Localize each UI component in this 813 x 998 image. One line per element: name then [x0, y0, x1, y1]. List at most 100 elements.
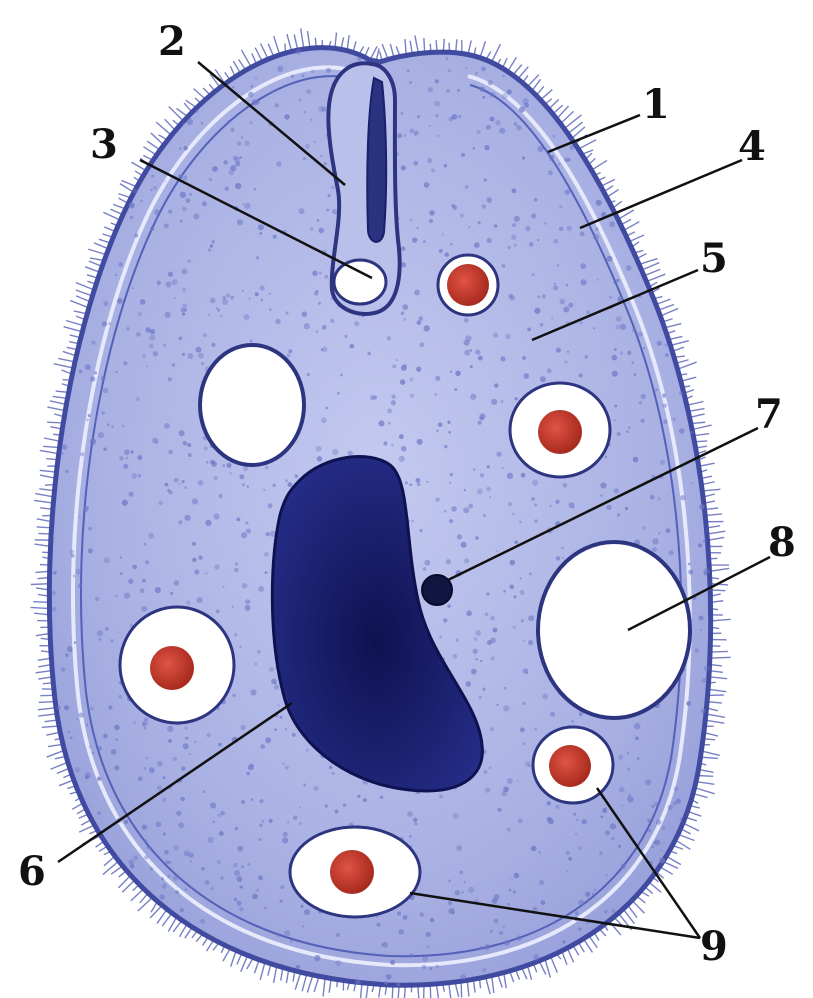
granule — [652, 538, 658, 544]
granule — [138, 312, 142, 316]
granule — [500, 356, 505, 361]
granule — [223, 296, 226, 299]
granule — [457, 89, 460, 92]
granule — [517, 779, 519, 781]
granule — [605, 874, 608, 877]
cilium — [34, 500, 53, 503]
granule — [407, 69, 410, 72]
granule — [566, 284, 569, 287]
granule — [481, 67, 486, 72]
granule — [513, 626, 516, 629]
granule — [218, 494, 222, 498]
granule — [211, 343, 215, 347]
label-2: 2 — [158, 18, 186, 65]
granule — [85, 775, 89, 779]
granule — [464, 489, 466, 491]
granule — [180, 192, 186, 198]
granule — [212, 240, 215, 243]
granule — [620, 324, 626, 330]
granule — [235, 183, 241, 189]
granule — [62, 444, 67, 449]
granule — [487, 640, 492, 645]
granule — [134, 234, 138, 238]
granule — [141, 606, 147, 612]
granule — [115, 274, 117, 276]
granule — [117, 856, 119, 858]
granule — [397, 133, 402, 138]
cilium — [678, 362, 697, 369]
granule — [164, 423, 170, 429]
granule — [183, 146, 188, 151]
granule — [507, 778, 513, 784]
granule — [254, 77, 257, 80]
granule — [652, 547, 657, 552]
granule — [566, 870, 568, 872]
granule — [259, 232, 262, 235]
granule — [163, 344, 166, 347]
granule — [255, 292, 259, 296]
granule — [679, 428, 685, 434]
granule — [609, 295, 612, 298]
cilium — [508, 57, 517, 71]
label-4: 4 — [738, 123, 766, 170]
granule — [275, 319, 280, 324]
granule — [232, 605, 234, 607]
granule — [614, 405, 617, 408]
granule — [455, 890, 460, 895]
granule — [94, 371, 97, 374]
granule — [217, 860, 221, 864]
granule — [91, 752, 93, 754]
granule — [302, 311, 308, 317]
granule — [184, 486, 187, 489]
granule — [668, 550, 673, 555]
granule — [464, 339, 470, 345]
granule — [117, 298, 123, 304]
cilium — [79, 825, 94, 832]
granule — [178, 520, 182, 524]
cilium — [665, 324, 682, 328]
granule — [511, 234, 516, 239]
granule — [449, 519, 453, 523]
granule — [180, 908, 184, 912]
granule — [95, 597, 99, 601]
granule — [145, 722, 148, 725]
granule — [272, 90, 275, 93]
granule — [182, 312, 185, 315]
cilium — [670, 341, 688, 346]
granule — [325, 804, 328, 807]
cilium — [629, 235, 644, 242]
granule — [115, 371, 117, 373]
granule — [401, 365, 407, 371]
granule — [410, 129, 415, 134]
granule — [260, 744, 265, 749]
granule — [418, 316, 423, 321]
granule — [450, 243, 453, 246]
granule — [179, 430, 185, 436]
granule — [532, 480, 538, 486]
granule — [326, 68, 331, 73]
granule — [534, 728, 537, 731]
granule — [322, 325, 326, 329]
granule — [285, 479, 288, 482]
cilium — [40, 450, 59, 453]
food-particle — [330, 850, 374, 894]
granule — [335, 810, 339, 814]
granule — [420, 912, 424, 916]
granule — [227, 120, 231, 124]
granule — [447, 604, 451, 608]
granule — [107, 423, 110, 426]
granule — [303, 111, 306, 114]
granule — [606, 505, 611, 510]
granule — [230, 165, 236, 171]
granule — [264, 465, 268, 469]
granule — [547, 817, 552, 822]
granule — [214, 476, 218, 480]
granule — [657, 341, 662, 346]
granule — [475, 658, 478, 661]
granule — [220, 315, 223, 318]
granule — [490, 727, 494, 731]
granule — [555, 500, 559, 504]
granule — [357, 795, 360, 798]
granule — [409, 953, 413, 957]
granule — [482, 968, 486, 972]
